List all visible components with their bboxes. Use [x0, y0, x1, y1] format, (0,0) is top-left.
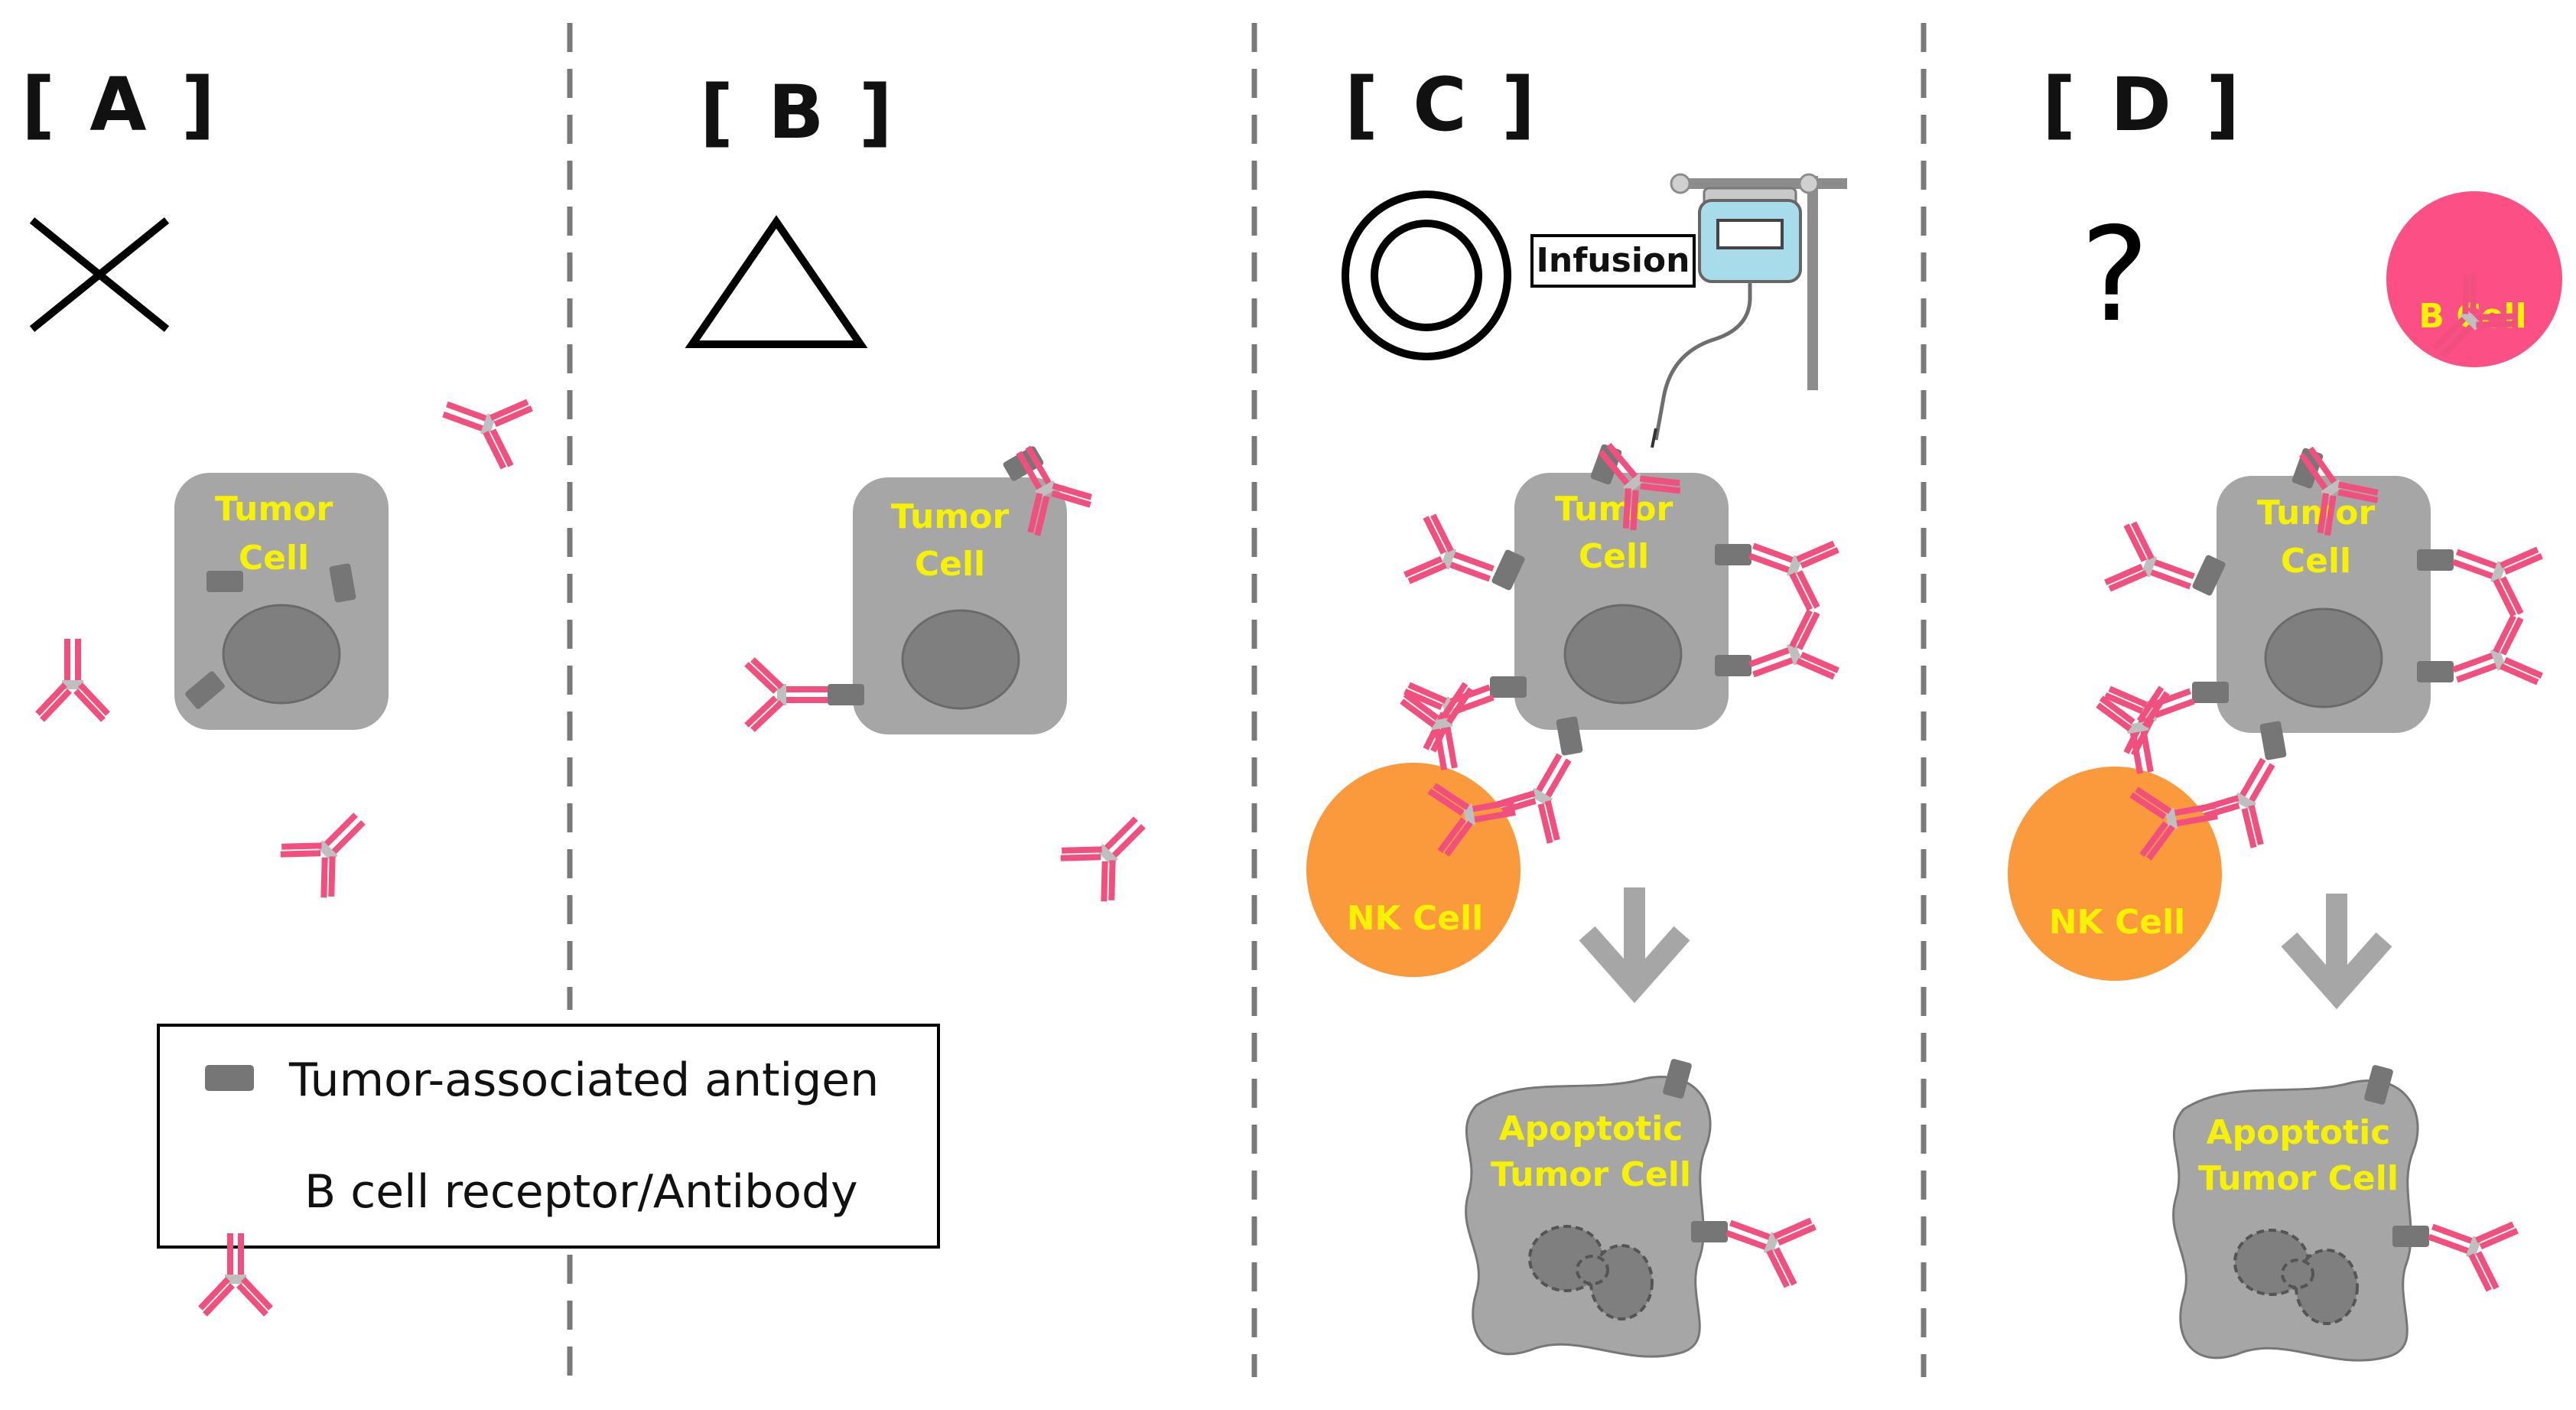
panel-label-b: [ B ]: [700, 70, 897, 155]
tumor-label-line1: Tumor: [2257, 493, 2376, 532]
iv-drip-icon: [1651, 173, 1847, 448]
apoptotic-label-line2: Tumor Cell: [2198, 1159, 2399, 1198]
panel-a: [ A ] Tumor Cell: [21, 62, 533, 900]
tumor-cell-c: Tumor Cell: [1490, 443, 1751, 757]
antigen: [207, 571, 243, 592]
tumor-label-line1: Tumor: [891, 497, 1010, 536]
antigen: [2392, 1226, 2429, 1247]
bound-antibody: [746, 659, 828, 730]
free-antibody: [278, 793, 385, 900]
antigen: [2417, 661, 2454, 682]
legend-box: [157, 1024, 940, 1249]
antigen: [2417, 549, 2454, 571]
legend-antigen-swatch: [205, 1065, 254, 1091]
panel-label-d: [ D ]: [2042, 62, 2244, 148]
tumor-label-line1: Tumor: [215, 490, 333, 529]
apoptotic-label-line1: Apoptotic: [2207, 1113, 2391, 1152]
tumor-cell-a: Tumor Cell: [174, 473, 389, 730]
nk-cell-c: [1306, 763, 1521, 977]
free-antibody: [433, 376, 533, 471]
arrow-down-icon: [2289, 894, 2384, 993]
apoptotic-label-line2: Tumor Cell: [1491, 1155, 1691, 1194]
arrow-down-icon: [1587, 887, 1682, 987]
panel-label-a: [ A ]: [21, 62, 220, 148]
bound-antibody: [1716, 1195, 1817, 1289]
panel-label-c: [ C ]: [1345, 62, 1540, 148]
tumor-label-line2: Cell: [239, 539, 309, 578]
bound-antibody: [1739, 518, 1839, 612]
apoptotic-cell-d: Apoptotic Tumor Cell: [2172, 1064, 2429, 1362]
panel-d: [ D ] ? B Cell Tumor Cell NK Cell: [2008, 62, 2562, 1362]
panel-b: [ B ] Tumor Cell: [685, 70, 1165, 904]
infusion-label-box: Infusion: [1530, 234, 1696, 288]
nk-cell-label: NK Cell: [1347, 899, 1484, 938]
apoptotic-label-line1: Apoptotic: [1499, 1109, 1683, 1148]
triangle-icon: [685, 215, 868, 348]
antigen: [1691, 1221, 1728, 1242]
tumor-cell-d: Tumor Cell: [2191, 447, 2454, 761]
nk-cell-label: NK Cell: [2049, 903, 2186, 942]
antigen: [828, 684, 864, 705]
tumor-label-line1: Tumor: [1555, 490, 1673, 529]
nk-cell-d: [2008, 767, 2222, 981]
cross-icon: [29, 217, 170, 332]
bound-antibody: [1403, 513, 1504, 607]
antigen: [1715, 655, 1751, 676]
free-antibody: [37, 639, 108, 720]
free-antibody: [1058, 797, 1165, 904]
bound-antibody: [2443, 614, 2543, 708]
antigen: [1715, 544, 1751, 565]
double-circle-icon: [1342, 190, 1511, 360]
antigen: [1490, 676, 1527, 698]
question-mark-icon: ?: [2080, 200, 2149, 351]
panel-c: [ C ] Infusion Tumor Cell: [1306, 62, 1847, 1358]
legend-antigen-label: Tumor-associated antigen: [288, 1053, 879, 1107]
antigen: [2192, 682, 2229, 703]
apoptotic-cell-c: Apoptotic Tumor Cell: [1465, 1058, 1728, 1358]
infusion-label: Infusion: [1537, 241, 1690, 280]
legend-antibody-label: B cell receptor/Antibody: [304, 1165, 858, 1219]
tumor-cell-b: Tumor Cell: [828, 444, 1067, 734]
bound-antibody: [2104, 521, 2204, 615]
bound-antibody: [2418, 1199, 2519, 1293]
bound-antibody: [1739, 609, 1839, 703]
legend: Tumor-associated antigen B cell receptor…: [157, 1024, 940, 1314]
bound-antibody: [2443, 524, 2543, 618]
tumor-label-line2: Cell: [1579, 537, 1649, 576]
tumor-label-line2: Cell: [915, 545, 985, 584]
tumor-label-line2: Cell: [2281, 542, 2351, 581]
